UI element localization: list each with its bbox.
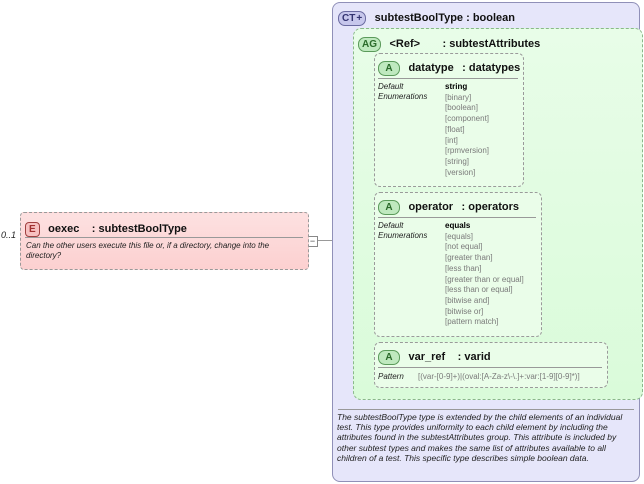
plus-icon: + <box>356 13 363 24</box>
attr-divider <box>378 78 518 79</box>
attr-header: A operator : operators <box>378 197 519 215</box>
enum-item: [less than] <box>445 263 482 273</box>
element-description: Can the other users execute this file or… <box>26 241 270 260</box>
enum-item: [equals] <box>445 231 474 241</box>
enum-item: [bitwise or] <box>445 306 484 316</box>
ct-description: The subtestBoolType type is extended by … <box>337 412 623 463</box>
attr-header: A datatype : datatypes <box>378 58 520 76</box>
attribute-badge: A <box>378 200 400 215</box>
enum-item: [int] <box>445 135 458 145</box>
enum-item: [less than or equal] <box>445 285 513 295</box>
ct-badge: CT+ <box>338 11 367 26</box>
enum-item: [boolean] <box>445 103 478 113</box>
attribute-badge: A <box>378 350 400 365</box>
ct-divider <box>338 409 634 410</box>
element-divider <box>25 237 303 238</box>
ag-badge: AG <box>358 37 381 52</box>
element-name: oexec <box>48 223 80 235</box>
enumerations-label: Enumerations <box>378 231 428 240</box>
attribute-type: : operators <box>461 201 519 213</box>
attribute-name: operator <box>408 201 454 213</box>
attribute-badge: A <box>378 61 400 76</box>
attr-header: A var_ref : varid <box>378 347 491 365</box>
attribute-var-ref[interactable]: A var_ref : varid Pattern [(var-[0-9]+)|… <box>374 342 608 388</box>
enum-list: equals [equals] [not equal] [greater tha… <box>445 221 524 328</box>
enum-item: [pattern match] <box>445 317 499 327</box>
enum-item: [greater than or equal] <box>445 274 524 284</box>
enum-item: [float] <box>445 124 465 134</box>
enum-item: [string] <box>445 156 470 166</box>
attribute-operator[interactable]: A operator : operators Default Enumerati… <box>374 192 542 337</box>
element-type: : subtestBoolType <box>91 223 187 235</box>
enum-item: [component] <box>445 114 490 124</box>
enum-item: [version] <box>445 167 476 177</box>
attribute-name: datatype <box>408 62 454 74</box>
enum-list: string [binary] [boolean] [component] [f… <box>445 82 489 178</box>
element-header: E oexec : subtestBoolType <box>25 219 187 237</box>
attribute-type: : varid <box>457 351 491 363</box>
ct-name: subtestBoolType : boolean <box>374 12 515 24</box>
enum-item: [bitwise and] <box>445 295 490 305</box>
default-label: Default <box>378 221 404 230</box>
attribute-datatype[interactable]: A datatype : datatypes Default Enumerati… <box>374 53 524 187</box>
default-value: string <box>445 82 468 91</box>
multiplicity-label: 0..1 <box>1 230 17 240</box>
enum-item: [greater than] <box>445 253 493 263</box>
attribute-name: var_ref <box>408 351 446 363</box>
attr-divider <box>378 367 602 368</box>
element-oexec[interactable]: E oexec : subtestBoolType Can the other … <box>20 212 309 270</box>
default-value: equals <box>445 221 471 230</box>
enum-item: [rpmversion] <box>445 146 490 156</box>
pattern-label: Pattern <box>378 372 404 381</box>
ct-header: CT+ subtestBoolType : boolean <box>338 8 515 26</box>
ag-name: : subtestAttributes <box>442 38 541 50</box>
enum-item: [not equal] <box>445 242 483 252</box>
enum-item: [binary] <box>445 92 472 102</box>
enumerations-label: Enumerations <box>378 92 428 101</box>
default-label: Default <box>378 82 404 91</box>
element-badge: E <box>25 222 40 237</box>
attr-divider <box>378 217 536 218</box>
ag-ref: <Ref> <box>389 38 421 50</box>
attribute-type: : datatypes <box>462 62 521 74</box>
pattern-value: [(var-[0-9]+)|(oval:[A-Za-z\-\.]+:var:[1… <box>418 372 580 381</box>
ag-header: AG <Ref> : subtestAttributes <box>358 34 540 52</box>
connector-element-ct <box>307 240 333 241</box>
